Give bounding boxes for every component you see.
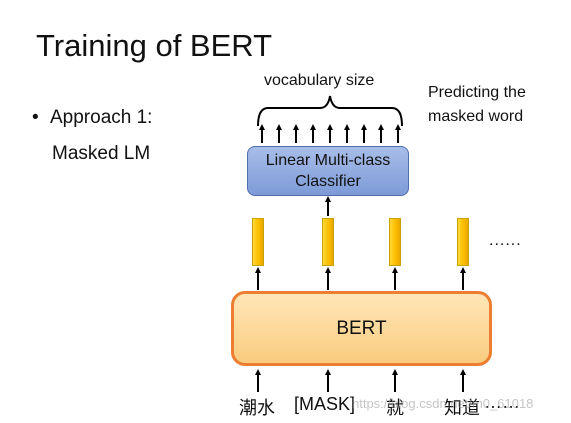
output-vector-mask [322, 218, 334, 266]
output-vector-1 [252, 218, 264, 266]
prediction-label-line1: Predicting the [428, 84, 526, 101]
output-vector-4 [457, 218, 469, 266]
bullet-dot-icon: • [32, 107, 39, 128]
bullet-subtext: Masked LM [52, 143, 151, 164]
bert-label: BERT [336, 317, 387, 339]
bullet-approach: • Approach 1: [32, 107, 152, 129]
vocabulary-size-label: vocabulary size [264, 72, 375, 89]
classifier-label-line2: Classifier [295, 173, 361, 190]
vocabulary-brace [257, 95, 403, 127]
classifier-label-line1: Linear Multi-class [265, 152, 391, 169]
input-arrows [255, 369, 466, 392]
bullet-text: Approach 1: [50, 107, 153, 128]
output-ellipsis: ...... [489, 232, 522, 249]
watermark: https://blog.csdn.net/m0_61018 [352, 396, 534, 411]
bert-output-arrows [255, 267, 466, 290]
input-token-3: 就 [386, 398, 404, 418]
input-token-1: 潮水 [239, 398, 275, 418]
prediction-label-line2: masked word [428, 108, 524, 125]
classifier-output-arrows [259, 124, 401, 143]
input-token-4: 知道 [444, 398, 480, 418]
output-vector-3 [389, 218, 401, 266]
slide-title: Training of BERT [36, 28, 273, 63]
input-ellipsis: …… [484, 392, 520, 412]
input-token-mask: [MASK] [294, 394, 356, 414]
bert-encoder-box: BERT [231, 291, 492, 366]
linear-classifier-box: Linear Multi-class Classifier [247, 146, 409, 196]
